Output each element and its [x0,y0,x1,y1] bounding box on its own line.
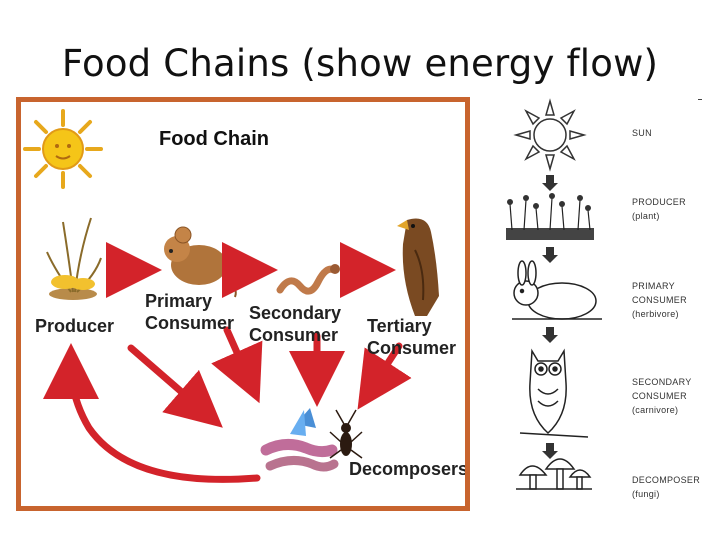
mouse-icon [164,226,237,298]
down-arrow-4 [542,443,558,459]
secondary-rlabel-1: SECONDARY [632,377,692,387]
arrow-tertiary-to-decomposers [357,342,412,410]
food-chain-heading: Food Chain [159,128,269,150]
down-arrow-2 [542,247,558,263]
primary-label-line1: Primary [145,291,213,311]
tertiary-label-line2: Consumer [367,338,457,358]
secondary-label-line2: Consumer [249,325,339,345]
primary-rlabel-1: PRIMARY [632,281,675,291]
vertical-chain-artwork [506,98,602,490]
secondary-rlabel: SECONDARY CONSUMER (carnivore) [632,375,692,417]
decomposer-rlabel-1: DECOMPOSER [632,475,701,485]
secondary-rlabel-2: CONSUMER [632,391,687,401]
rabbit-icon [512,260,602,320]
secondary-rlabel-3: (carnivore) [632,405,679,415]
producer-label: Producer [35,316,115,336]
down-arrows [542,175,558,459]
slide-title: Food Chains (show energy flow) [61,42,659,85]
snake-icon [276,264,340,295]
sun-label: SUN [632,128,652,138]
plants-icon [506,193,594,240]
decomposers-icon [260,408,363,472]
tertiary-label-line1: Tertiary [367,316,432,336]
divider-tick [698,99,702,100]
sun-outline-icon [513,98,587,172]
food-chain-diagram: Food Chain Producer Primary Consumer Sec… [16,97,470,511]
decomposers-label: Decomposers [349,459,469,479]
down-arrow-1 [542,175,558,191]
primary-rlabel: PRIMARY CONSUMER (herbivore) [632,279,687,321]
producer-rlabel-2: (plant) [632,211,660,221]
secondary-label-line1: Secondary [249,303,342,323]
primary-rlabel-3: (herbivore) [632,309,679,319]
arrow-primary-to-decomposers [211,326,263,404]
owl-icon [519,348,589,438]
down-arrow-3 [542,327,558,343]
producer-rlabel: PRODUCER (plant) [632,195,686,223]
primary-consumer-label: Primary Consumer [145,290,234,334]
mushrooms-icon [516,458,592,490]
vertical-food-chain: SUN PRODUCER (plant) PRIMARY CONSUMER (h… [480,97,720,517]
plant-icon [46,217,102,300]
arrow-decomposers-to-producer [43,343,261,483]
primary-label-line2: Consumer [145,313,235,333]
food-chain-artwork [23,109,439,483]
arrow-producer-to-decomposers [127,344,223,428]
decomposer-rlabel: DECOMPOSER (fungi) [632,473,700,501]
sun-icon [23,109,103,189]
primary-rlabel-2: CONSUMER [632,295,687,305]
hawk-icon [397,218,439,316]
producer-rlabel-1: PRODUCER [632,197,686,207]
secondary-consumer-label: Secondary Consumer [249,302,341,346]
decomposer-rlabel-2: (fungi) [632,489,660,499]
tertiary-consumer-label: Tertiary Consumer [367,315,456,359]
